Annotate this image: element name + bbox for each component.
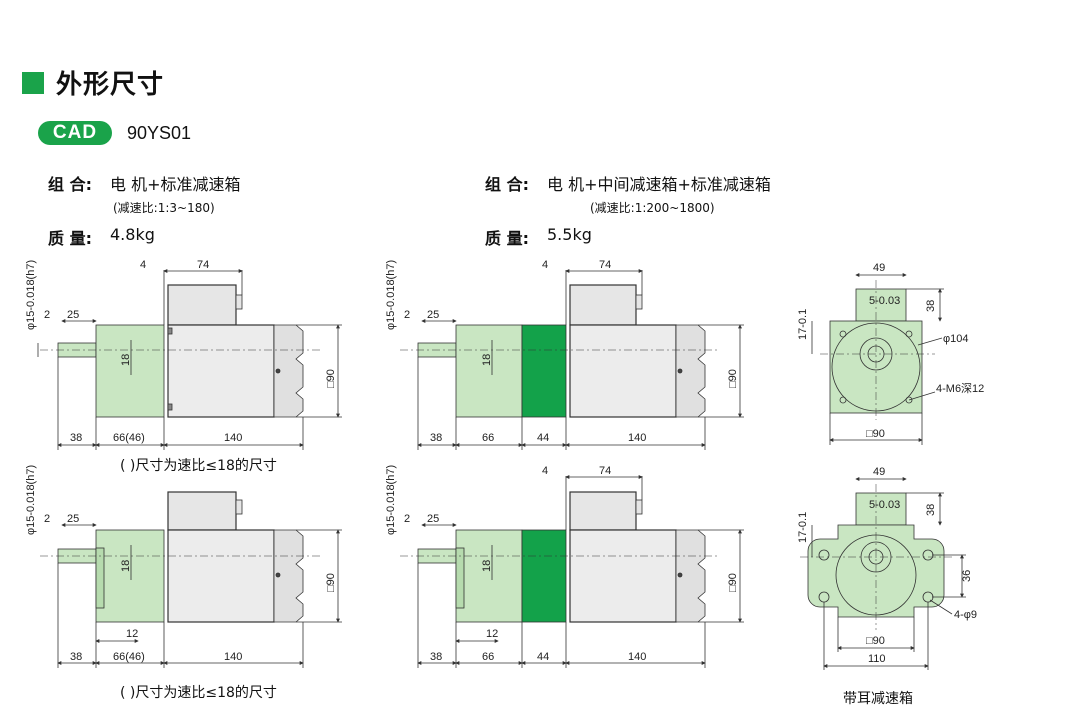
dim-66-tm: 66 (482, 432, 494, 444)
dim-44-tm: 44 (537, 432, 549, 444)
dim-66-46-bl: 66(46) (113, 651, 145, 663)
labels-bottom-middle: 74 4 2 25 12 38 66 44 140 □90 18 φ15-0.0… (385, 465, 739, 663)
drawing-eared-front-view (800, 477, 966, 670)
model-number: 90YS01 (127, 123, 192, 143)
dim-18-bm: 18 (481, 560, 493, 572)
dim-4-tl: 4 (140, 259, 146, 271)
dim-5-ev: 5-0.03 (869, 499, 900, 511)
dim-25-tm: 25 (427, 309, 439, 321)
labels-front-view: 49 5-0.03 38 17-0.1 φ104 4-M6深12 □90 (797, 262, 984, 440)
left-mass-label: 质 量: (48, 229, 92, 248)
section-marker (22, 72, 44, 94)
dim-90-fv: □90 (866, 428, 885, 440)
dim-90-tm: □90 (727, 369, 739, 388)
dim-104-fv: φ104 (943, 333, 969, 345)
left-combo-label: 组 合: (48, 175, 92, 194)
cad-badge[interactable]: CAD (38, 121, 112, 145)
dim-shaft-tl: φ15-0.018(h7) (25, 260, 37, 330)
left-combo-value: 电 机+标准减速箱 (110, 175, 241, 194)
dim-90-bl: □90 (325, 573, 337, 592)
dim-2-bl: 2 (44, 513, 50, 525)
left-mass-value: 4.8kg (110, 225, 155, 244)
caption-paren-note-top: ( )尺寸为速比≤18的尺寸 (120, 458, 277, 474)
dim-140-bl: 140 (224, 651, 242, 663)
dim-44-bm: 44 (537, 651, 549, 663)
dim-4-tm: 4 (542, 259, 548, 271)
dim-38-bm: 38 (430, 651, 442, 663)
dim-140-bm: 140 (628, 651, 646, 663)
dim-2-tl: 2 (44, 309, 50, 321)
right-mass-label: 质 量: (485, 229, 529, 248)
labels-top-middle: 74 4 2 25 38 66 44 140 □90 18 φ15-0.018(… (385, 259, 739, 444)
dim-110-ev: 110 (868, 653, 886, 665)
dim-140-tm: 140 (628, 432, 646, 444)
dim-90-tl: □90 (325, 369, 337, 388)
dim-90-bm: □90 (727, 573, 739, 592)
dim-90-ev: □90 (866, 635, 885, 647)
right-mass-value: 5.5kg (547, 225, 592, 244)
page-title: 外形尺寸 (56, 70, 165, 100)
labels-eared-front-view: 49 5-0.03 38 17-0.1 36 4-φ9 □90 110 (797, 466, 977, 665)
dim-140-tl: 140 (224, 432, 242, 444)
dim-38-tm: 38 (430, 432, 442, 444)
caption-eared-box: 带耳减速箱 (843, 691, 913, 707)
drawing-bottom-middle (400, 475, 744, 668)
dim-12-bm: 12 (486, 628, 498, 640)
right-ratio-note: (减速比:1:200~1800) (590, 201, 715, 215)
dim-38-tl: 38 (70, 432, 82, 444)
dim-49-ev: 49 (873, 466, 885, 478)
drawing-top-left (37, 269, 342, 450)
dim-5-fv: 5-0.03 (869, 295, 900, 307)
dim-66-bm: 66 (482, 651, 494, 663)
dim-25-bl: 25 (67, 513, 79, 525)
dim-17-ev: 17-0.1 (797, 512, 809, 543)
dim-38-fv: 38 (925, 300, 937, 312)
dim-18-tl: 18 (120, 354, 132, 366)
dim-38-bl: 38 (70, 651, 82, 663)
left-ratio-note: (减速比:1:3~180) (113, 201, 215, 215)
dim-m6-fv: 4-M6深12 (936, 382, 984, 395)
dim-74-bm: 74 (599, 465, 611, 477)
dim-38-ev: 38 (925, 504, 937, 516)
dim-2-bm: 2 (404, 513, 410, 525)
right-combo-label: 组 合: (485, 175, 529, 194)
drawing-bottom-left (40, 491, 342, 668)
dim-49-fv: 49 (873, 262, 885, 274)
dim-18-tm: 18 (481, 354, 493, 366)
dim-9-ev: 4-φ9 (954, 609, 977, 621)
dim-74-tl: 74 (197, 259, 209, 271)
dim-17-fv: 17-0.1 (797, 309, 809, 340)
dim-25-tl: 25 (67, 309, 79, 321)
right-combo-value: 电 机+中间减速箱+标准减速箱 (547, 175, 771, 194)
drawing-front-view (811, 273, 944, 445)
labels-top-left: 74 4 2 25 38 66(46) 140 □90 18 φ15-0.018… (25, 259, 337, 444)
dim-25-bm: 25 (427, 513, 439, 525)
dim-12-bl: 12 (126, 628, 138, 640)
dim-shaft-tm: φ15-0.018(h7) (385, 260, 397, 330)
dim-66-46-tl: 66(46) (113, 432, 145, 444)
dim-36-ev: 36 (961, 570, 973, 582)
dim-18-bl: 18 (120, 560, 132, 572)
dim-shaft-bl: φ15-0.018(h7) (25, 465, 37, 535)
drawing-top-middle (400, 269, 744, 450)
dim-shaft-bm: φ15-0.018(h7) (385, 465, 397, 535)
dim-2-tm: 2 (404, 309, 410, 321)
dim-74-tm: 74 (599, 259, 611, 271)
caption-paren-note-bottom: ( )尺寸为速比≤18的尺寸 (120, 685, 277, 701)
dim-4-bm: 4 (542, 465, 548, 477)
labels-bottom-left: 2 25 12 38 66(46) 140 □90 18 φ15-0.018(h… (25, 465, 337, 663)
